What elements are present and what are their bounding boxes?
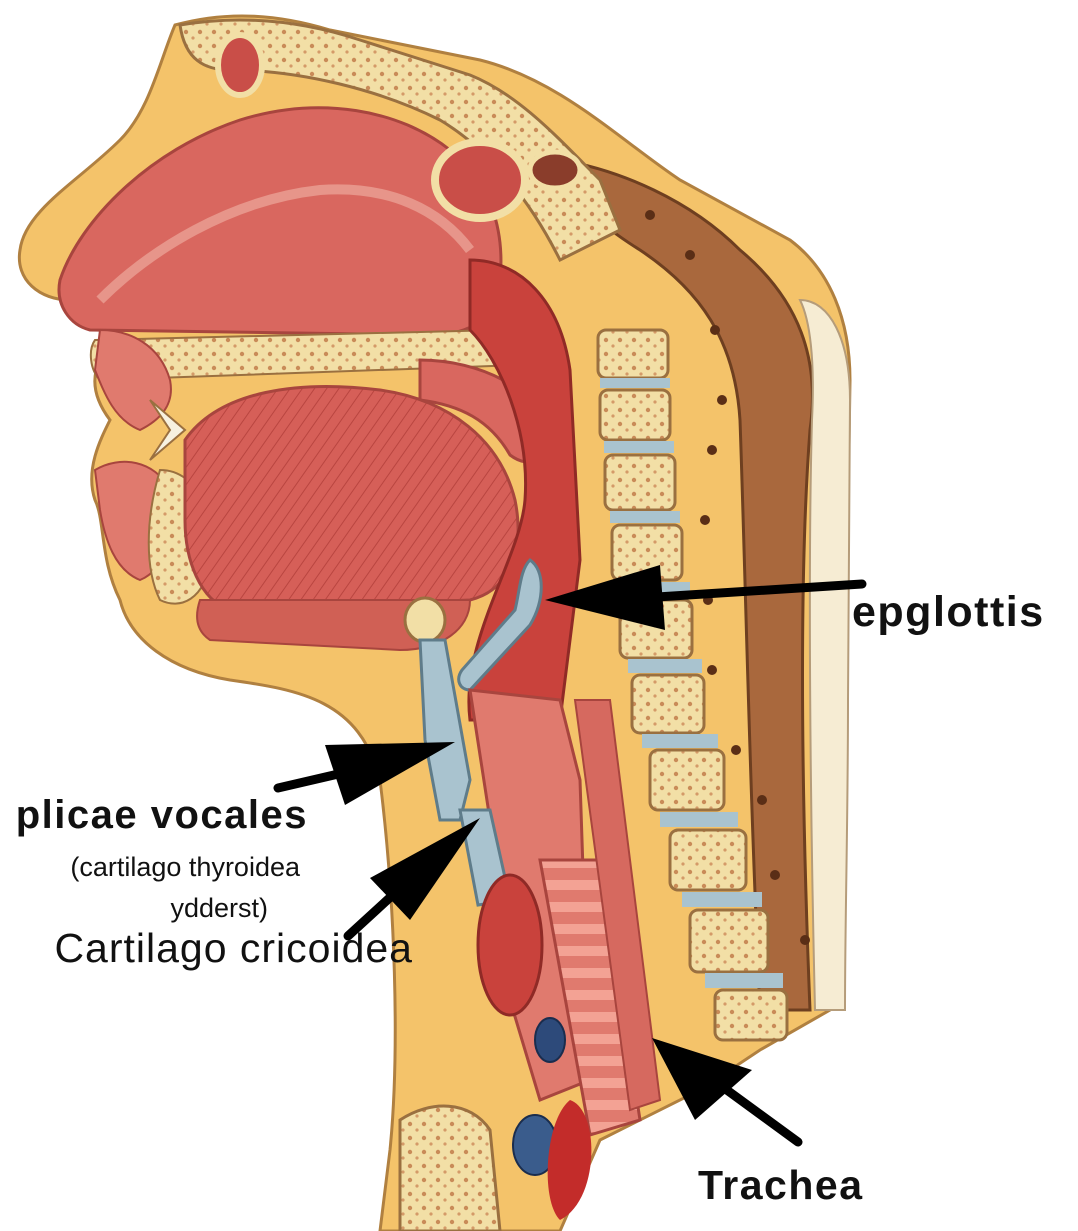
label-plicae-vocales: plicae vocales bbox=[16, 793, 308, 838]
label-trachea: Trachea bbox=[698, 1162, 864, 1209]
label-thyroid-line1: (cartilago thyroidea bbox=[70, 852, 300, 883]
hyoid-bone bbox=[405, 598, 445, 642]
vein bbox=[535, 1018, 565, 1062]
sternum bbox=[400, 1106, 500, 1231]
frontal-sinus bbox=[218, 35, 262, 95]
thyroid-gland bbox=[478, 875, 542, 1015]
label-cricoid: Cartilago cricoidea bbox=[54, 925, 413, 972]
label-epiglottis: epglottis bbox=[852, 588, 1045, 637]
label-thyroid-line2: ydderst) bbox=[170, 893, 268, 924]
sphenoid-sinus bbox=[435, 142, 525, 218]
